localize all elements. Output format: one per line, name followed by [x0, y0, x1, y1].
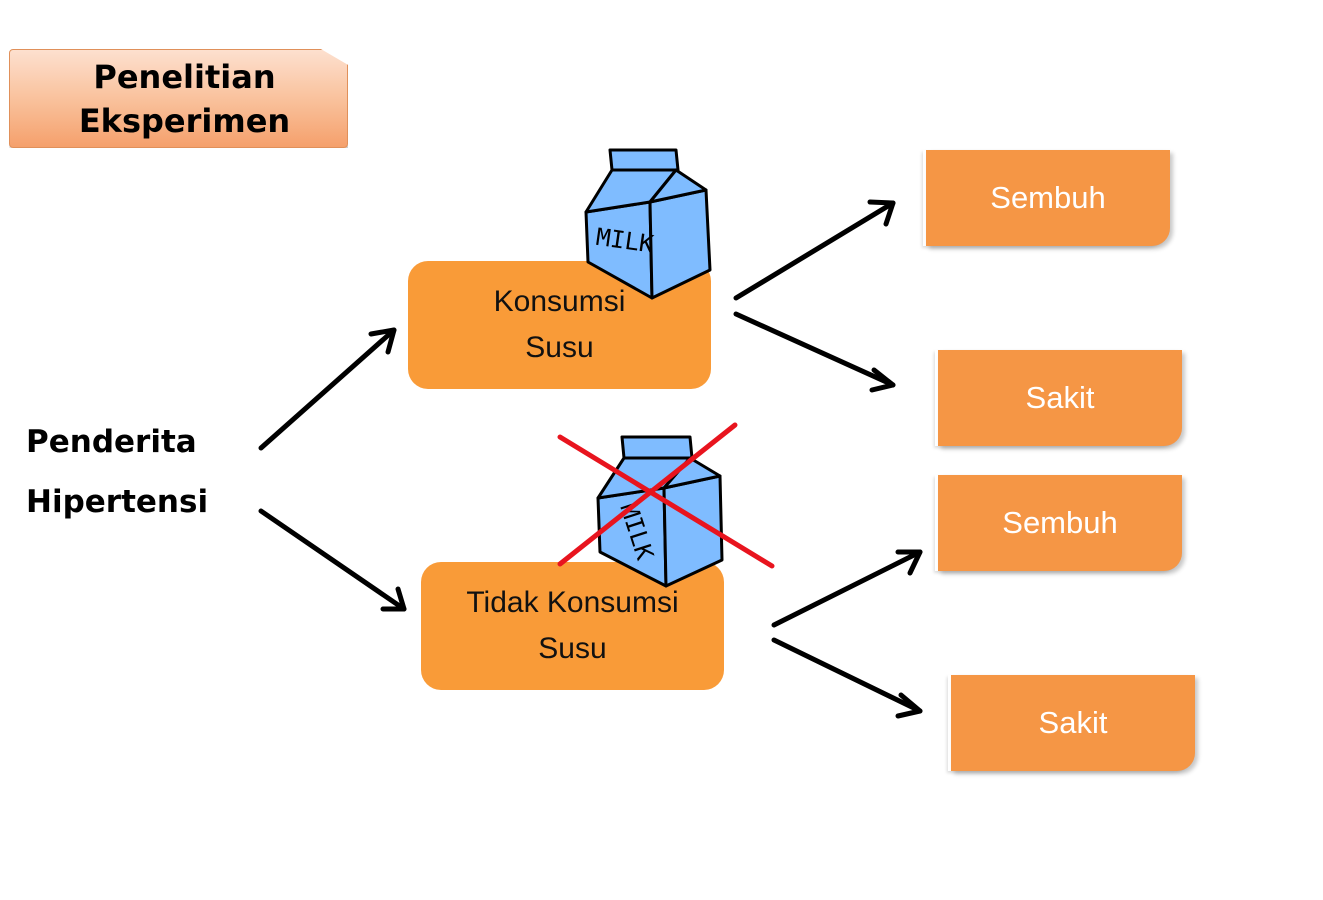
- outcome-label: Sakit: [1025, 380, 1095, 415]
- arrow-subject-to-not-consume: [258, 508, 407, 612]
- subject-label: Penderita Hipertensi: [26, 412, 208, 532]
- title-line-2: Eksperimen: [78, 101, 291, 140]
- arrow-subject-to-consume: [258, 327, 397, 451]
- title-line-1: Penelitian: [93, 57, 276, 96]
- arrow-consume-to-sembuh: [733, 199, 896, 301]
- red-cross-icon: [557, 422, 775, 569]
- outcome-label: Sakit: [1038, 705, 1108, 740]
- subject-line-2: Hipertensi: [26, 484, 209, 520]
- outcome-box-not-consume-sembuh: Sembuh: [938, 475, 1182, 571]
- group-consume-line-2: Susu: [525, 331, 594, 364]
- outcome-box-consume-sembuh: Sembuh: [926, 150, 1170, 246]
- milk-carton-icon: MILK: [584, 148, 712, 300]
- diagram-title: Penelitian Eksperimen: [9, 49, 348, 148]
- arrow-not-consume-to-sembuh: [771, 549, 923, 628]
- milk-carton-crossed-icon: MILK: [596, 435, 724, 588]
- group-not-consume-line-1: Tidak Konsumsi: [466, 586, 679, 619]
- group-consume-line-1: Konsumsi: [493, 285, 626, 318]
- subject-line-1: Penderita: [26, 424, 197, 460]
- group-not-consume-line-2: Susu: [538, 632, 607, 665]
- arrow-not-consume-to-sakit: [771, 637, 923, 719]
- arrow-consume-to-sakit: [733, 311, 896, 393]
- outcome-label: Sembuh: [1002, 505, 1118, 540]
- outcome-box-consume-sakit: Sakit: [938, 350, 1182, 446]
- outcome-box-not-consume-sakit: Sakit: [951, 675, 1195, 771]
- outcome-label: Sembuh: [990, 180, 1106, 215]
